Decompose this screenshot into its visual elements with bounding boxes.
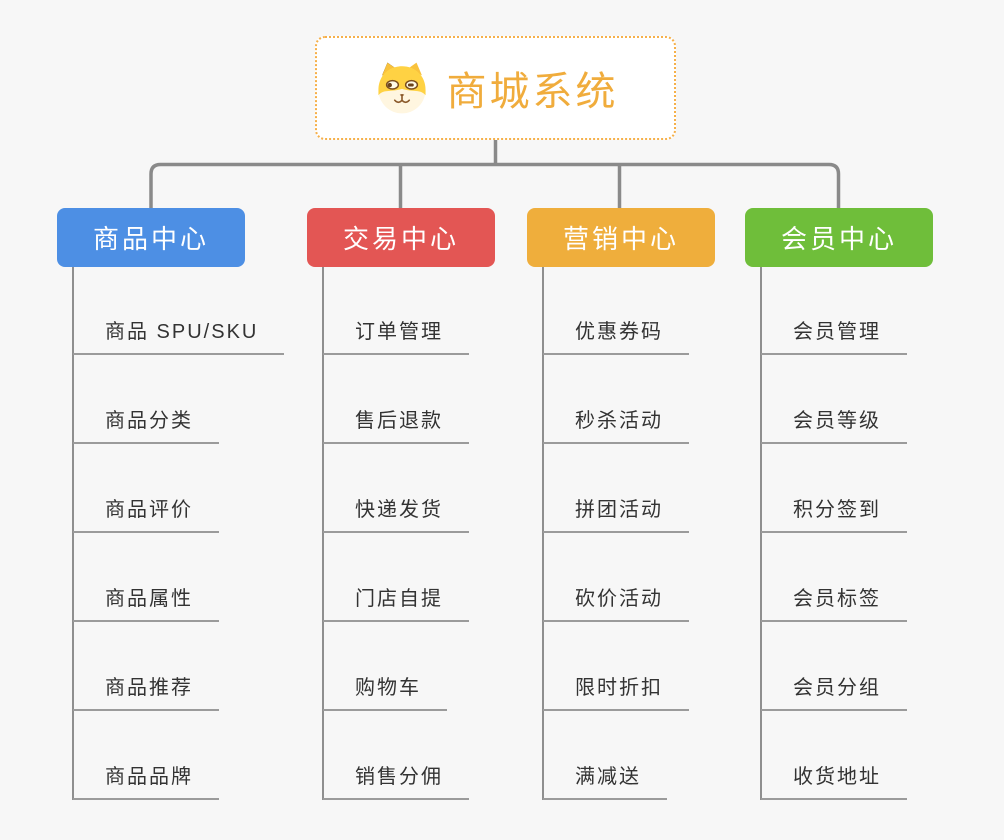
branch-node-trade[interactable]: 交易中心 bbox=[307, 208, 495, 267]
leaf-node[interactable]: 满减送 bbox=[543, 764, 667, 800]
leaf-node[interactable]: 会员分组 bbox=[761, 675, 907, 711]
doge-icon bbox=[377, 62, 426, 114]
branch-label: 营销中心 bbox=[562, 224, 679, 254]
leaf-node[interactable]: 购物车 bbox=[323, 675, 447, 711]
branch-trunk-line bbox=[760, 267, 762, 800]
branch-node-goods[interactable]: 商品中心 bbox=[57, 208, 245, 267]
leaf-node[interactable]: 商品推荐 bbox=[73, 675, 219, 711]
leaf-node[interactable]: 快递发货 bbox=[323, 497, 469, 533]
leaf-node[interactable]: 限时折扣 bbox=[543, 675, 689, 711]
leaf-node[interactable]: 积分签到 bbox=[761, 497, 907, 533]
leaf-node[interactable]: 会员标签 bbox=[761, 586, 907, 622]
leaf-node[interactable]: 商品品牌 bbox=[73, 764, 219, 800]
root-title: 商城系统 bbox=[446, 70, 619, 114]
leaf-node[interactable]: 商品评价 bbox=[73, 497, 219, 533]
leaf-node[interactable]: 售后退款 bbox=[323, 408, 469, 444]
branch-label: 交易中心 bbox=[342, 224, 459, 254]
leaf-node[interactable]: 砍价活动 bbox=[543, 586, 689, 622]
leaf-node[interactable]: 会员等级 bbox=[761, 408, 907, 444]
branch-goods: 商品中心 商品 SPU/SKU 商品分类 商品评价 商品属性 商品推荐 商品品牌 bbox=[57, 0, 317, 840]
branch-marketing: 营销中心 优惠券码 秒杀活动 拼团活动 砍价活动 限时折扣 满减送 bbox=[527, 0, 787, 840]
branch-trunk-line bbox=[542, 267, 544, 800]
leaf-node[interactable]: 拼团活动 bbox=[543, 497, 689, 533]
branch-node-member[interactable]: 会员中心 bbox=[745, 208, 933, 267]
leaf-node[interactable]: 商品分类 bbox=[73, 408, 219, 444]
leaf-node[interactable]: 销售分佣 bbox=[323, 764, 469, 800]
leaf-node[interactable]: 商品属性 bbox=[73, 586, 219, 622]
root-node[interactable]: 商城系统 bbox=[315, 36, 676, 140]
leaf-node[interactable]: 订单管理 bbox=[323, 319, 469, 355]
branch-trunk-line bbox=[72, 267, 74, 800]
leaf-node[interactable]: 优惠券码 bbox=[543, 319, 689, 355]
branch-label: 商品中心 bbox=[92, 224, 209, 254]
leaf-node[interactable]: 商品 SPU/SKU bbox=[73, 319, 285, 355]
leaf-node[interactable]: 收货地址 bbox=[761, 764, 907, 800]
branch-node-marketing[interactable]: 营销中心 bbox=[527, 208, 715, 267]
branch-trade: 交易中心 订单管理 售后退款 快递发货 门店自提 购物车 销售分佣 bbox=[307, 0, 567, 840]
branch-label: 会员中心 bbox=[780, 224, 897, 254]
branch-member: 会员中心 会员管理 会员等级 积分签到 会员标签 会员分组 收货地址 bbox=[745, 0, 1004, 840]
leaf-node[interactable]: 会员管理 bbox=[761, 319, 907, 355]
branch-trunk-line bbox=[322, 267, 324, 800]
leaf-node[interactable]: 秒杀活动 bbox=[543, 408, 689, 444]
leaf-node[interactable]: 门店自提 bbox=[323, 586, 469, 622]
